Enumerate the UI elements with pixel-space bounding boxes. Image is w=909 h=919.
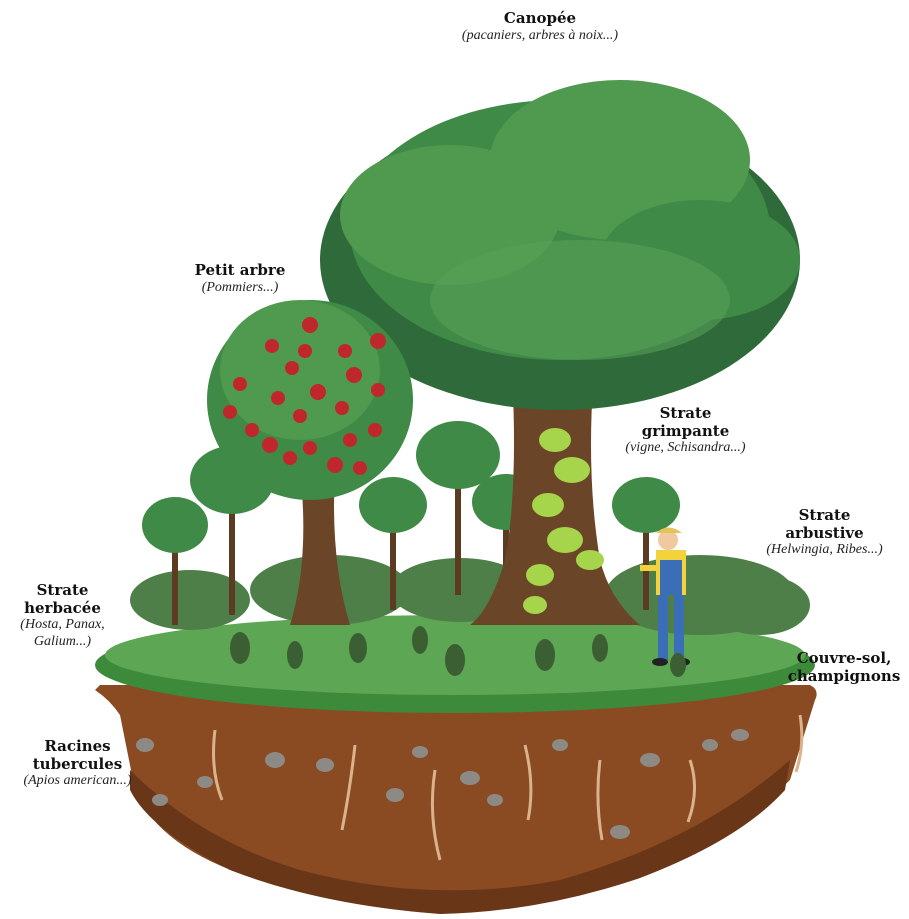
label-herbacee-title-1: Strate [0,582,125,600]
soil-island [95,685,817,914]
label-grimpante-title-2: grimpante [598,423,773,441]
label-petit-arbre-title: Petit arbre [150,262,330,280]
label-racines: Racines tubercules (Apios american...) [0,738,155,790]
label-racines-title-1: Racines [0,738,155,756]
label-canopee-subtitle: (pacaniers, arbres à noix...) [430,28,650,45]
label-grimpante-title-1: Strate [598,405,773,423]
label-grimpante: Strate grimpante (vigne, Schisandra...) [598,405,773,457]
label-petit-arbre: Petit arbre (Pommiers...) [150,262,330,296]
label-herbacee-subtitle-1: (Hosta, Panax, [0,617,125,634]
label-arbustive-title-1: Strate [742,507,907,525]
label-petit-arbre-subtitle: (Pommiers...) [150,280,330,297]
label-couvre-sol-title-2: champignons [780,668,908,686]
label-arbustive-subtitle: (Helwingia, Ribes...) [742,542,907,559]
label-canopee-title: Canopée [430,10,650,28]
label-arbustive: Strate arbustive (Helwingia, Ribes...) [742,507,907,559]
label-racines-subtitle: (Apios american...) [0,773,155,790]
label-couvre-sol: Couvre-sol, champignons [780,650,908,685]
label-arbustive-title-2: arbustive [742,525,907,543]
label-grimpante-subtitle: (vigne, Schisandra...) [598,440,773,457]
label-herbacee-subtitle-2: Galium...) [0,634,125,651]
label-canopee: Canopée (pacaniers, arbres à noix...) [430,10,650,44]
label-couvre-sol-title-1: Couvre-sol, [780,650,908,668]
label-herbacee-title-2: herbacée [0,600,125,618]
label-herbacee: Strate herbacée (Hosta, Panax, Galium...… [0,582,125,650]
label-racines-title-2: tubercules [0,756,155,774]
